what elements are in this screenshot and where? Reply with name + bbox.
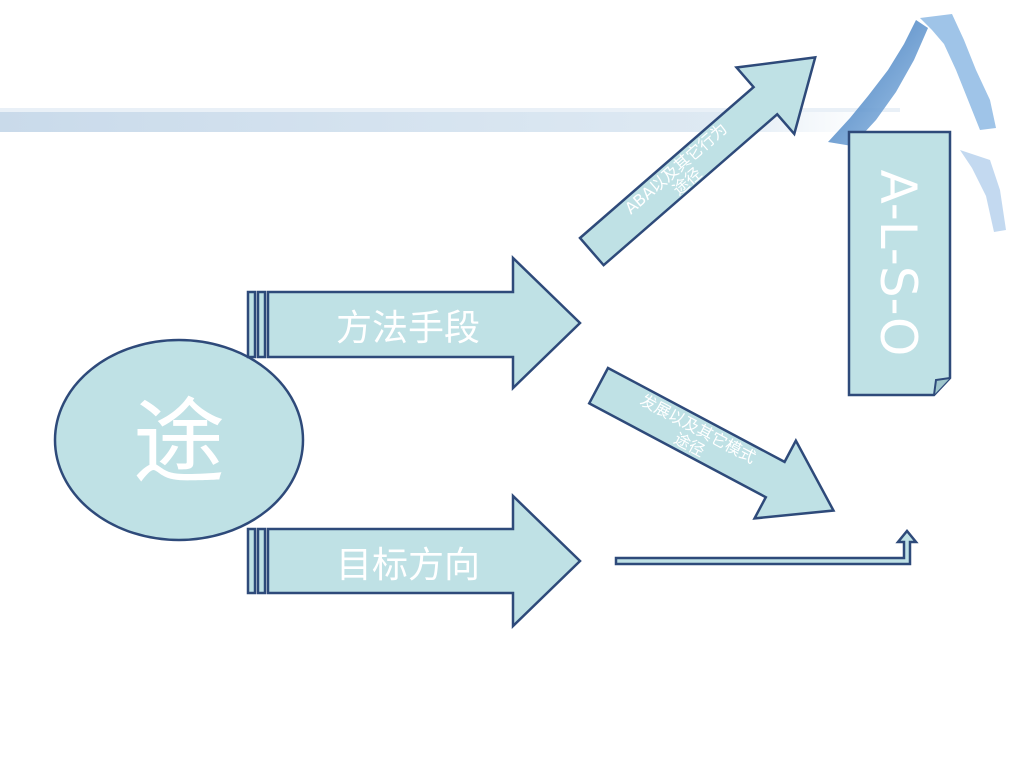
aba-arrow: ABA以及其它行为 途径	[578, 55, 817, 267]
goal-arrow: 目标方向	[246, 493, 582, 629]
center-label: 途	[133, 389, 225, 496]
also-box-fold	[933, 377, 951, 396]
ribbon-decoration-right	[920, 14, 996, 130]
goal-arrow-stripe-2	[256, 527, 267, 595]
header-band-light	[0, 108, 900, 112]
method-arrow: 方法手段	[246, 255, 582, 391]
method-arrow-label: 方法手段	[336, 308, 480, 349]
ribbon-decoration	[828, 20, 928, 146]
also-box: A-L-S-O	[847, 130, 952, 397]
background-decoration	[0, 14, 1006, 232]
goal-arrow-label: 目标方向	[336, 545, 480, 586]
aba-arrow-body	[578, 55, 817, 267]
bent-arrow	[614, 529, 919, 566]
ribbon-decoration-lower	[960, 150, 1006, 232]
method-arrow-body	[266, 255, 582, 391]
development-arrow: 发展以及其它模式 途径	[587, 366, 836, 520]
development-arrow-body	[587, 366, 836, 520]
method-arrow-stripe-2	[256, 290, 267, 359]
goal-arrow-stripe-1	[246, 527, 257, 595]
method-arrow-stripe-1	[246, 290, 257, 359]
also-box-label: A-L-S-O	[869, 170, 927, 357]
goal-arrow-body	[266, 493, 582, 629]
center-node	[53, 338, 305, 542]
header-band	[0, 112, 860, 132]
